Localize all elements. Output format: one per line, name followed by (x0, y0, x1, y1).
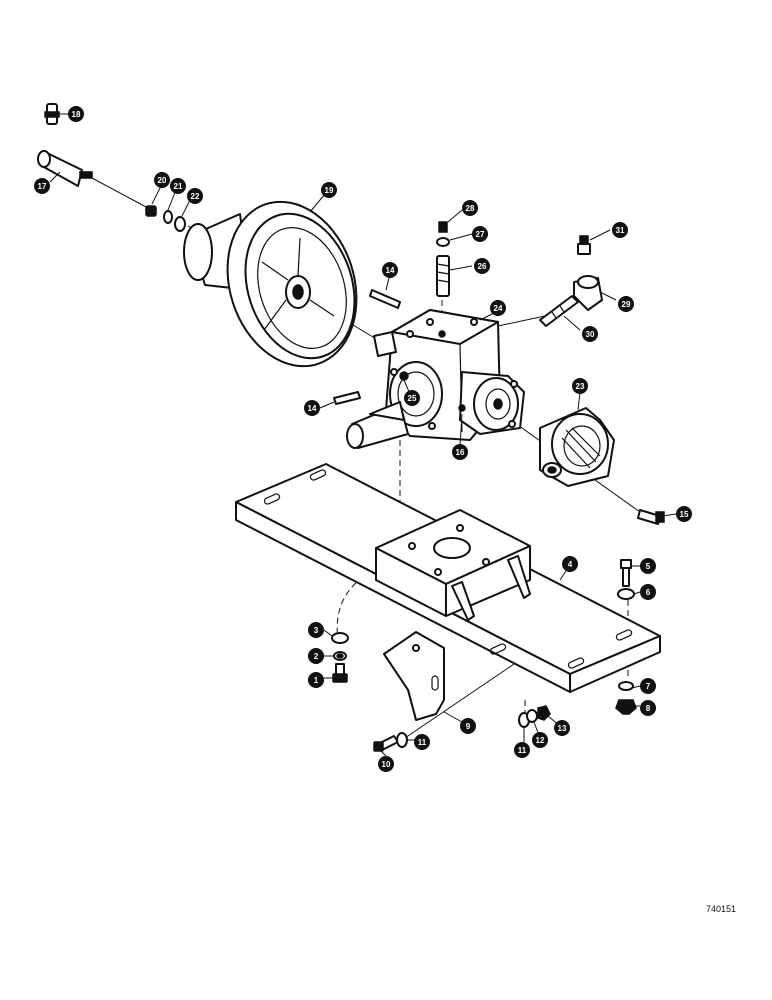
svg-text:24: 24 (494, 304, 503, 313)
svg-text:27: 27 (476, 230, 485, 239)
callout-17: 17 (34, 178, 50, 194)
key-pin-lower (333, 391, 361, 405)
callout-5: 5 (640, 558, 656, 574)
callout-11-left: 11 (414, 734, 430, 750)
svg-text:23: 23 (576, 382, 585, 391)
svg-text:13: 13 (558, 724, 567, 733)
callout-28: 28 (462, 200, 478, 216)
mounting-base (235, 463, 661, 693)
callout-11-right: 11 (514, 742, 530, 758)
callout-7: 7 (640, 678, 656, 694)
right-angle-gearbox (346, 309, 525, 449)
callout-31: 31 (612, 222, 628, 238)
pulley-capscrew (145, 205, 186, 232)
svg-text:12: 12 (536, 736, 545, 745)
svg-text:14: 14 (308, 404, 317, 413)
pipe-elbow (573, 275, 603, 311)
callout-24: 24 (490, 300, 506, 316)
callout-22: 22 (187, 188, 203, 204)
fitting-adapter (37, 150, 93, 187)
key-pin-upper (369, 289, 401, 309)
callout-8: 8 (640, 700, 656, 716)
bottom-hardware (373, 705, 551, 752)
svg-text:9: 9 (466, 722, 471, 731)
hydraulic-pump (539, 407, 615, 487)
svg-text:14: 14 (386, 266, 395, 275)
callout-9: 9 (460, 718, 476, 734)
support-bracket (383, 631, 445, 721)
pipe-nipple (539, 295, 579, 327)
callout-30: 30 (582, 326, 598, 342)
callout-29: 29 (618, 296, 634, 312)
callout-12: 12 (532, 732, 548, 748)
callout-20: 20 (154, 172, 170, 188)
svg-text:8: 8 (646, 704, 651, 713)
svg-text:3: 3 (314, 626, 319, 635)
callout-25: 25 (404, 390, 420, 406)
callout-27: 27 (472, 226, 488, 242)
svg-text:1: 1 (314, 676, 319, 685)
svg-text:7: 7 (646, 682, 651, 691)
callout-1: 1 (308, 672, 324, 688)
svg-text:2: 2 (314, 652, 319, 661)
pipe-plug (577, 235, 591, 255)
svg-text:17: 17 (38, 182, 47, 191)
svg-text:19: 19 (325, 186, 334, 195)
callout-14-upper: 14 (382, 262, 398, 278)
callout-16: 16 (452, 444, 468, 460)
callout-6: 6 (640, 584, 656, 600)
svg-text:21: 21 (174, 182, 183, 191)
svg-text:15: 15 (680, 510, 689, 519)
callout-3: 3 (308, 622, 324, 638)
callout-4: 4 (562, 556, 578, 572)
left-hardware (331, 632, 349, 683)
callout-10: 10 (378, 756, 394, 772)
callout-23: 23 (572, 378, 588, 394)
figure-id-label: 740151 (706, 904, 737, 914)
svg-text:30: 30 (586, 330, 595, 339)
breather-assembly (436, 221, 450, 297)
grease-fitting (44, 103, 60, 125)
svg-text:18: 18 (72, 110, 81, 119)
callout-21: 21 (170, 178, 186, 194)
v-belt-pulley (183, 200, 358, 368)
svg-text:11: 11 (518, 746, 527, 755)
callout-13: 13 (554, 720, 570, 736)
pump-capscrew (637, 509, 665, 525)
callout-26: 26 (474, 258, 490, 274)
callout-19: 19 (321, 182, 337, 198)
callout-14-lower: 14 (304, 400, 320, 416)
svg-text:25: 25 (408, 394, 417, 403)
svg-text:28: 28 (466, 204, 475, 213)
svg-text:29: 29 (622, 300, 631, 309)
svg-text:6: 6 (646, 588, 651, 597)
callout-18: 18 (68, 106, 84, 122)
callout-2: 2 (308, 648, 324, 664)
svg-text:5: 5 (646, 562, 651, 571)
callout-15: 15 (676, 506, 692, 522)
svg-text:16: 16 (456, 448, 465, 457)
svg-text:4: 4 (568, 560, 573, 569)
svg-text:10: 10 (382, 760, 391, 769)
svg-text:20: 20 (158, 176, 167, 185)
right-hardware (615, 559, 637, 715)
svg-text:22: 22 (191, 192, 200, 201)
svg-text:31: 31 (616, 226, 625, 235)
svg-text:11: 11 (418, 738, 427, 747)
svg-text:26: 26 (478, 262, 487, 271)
